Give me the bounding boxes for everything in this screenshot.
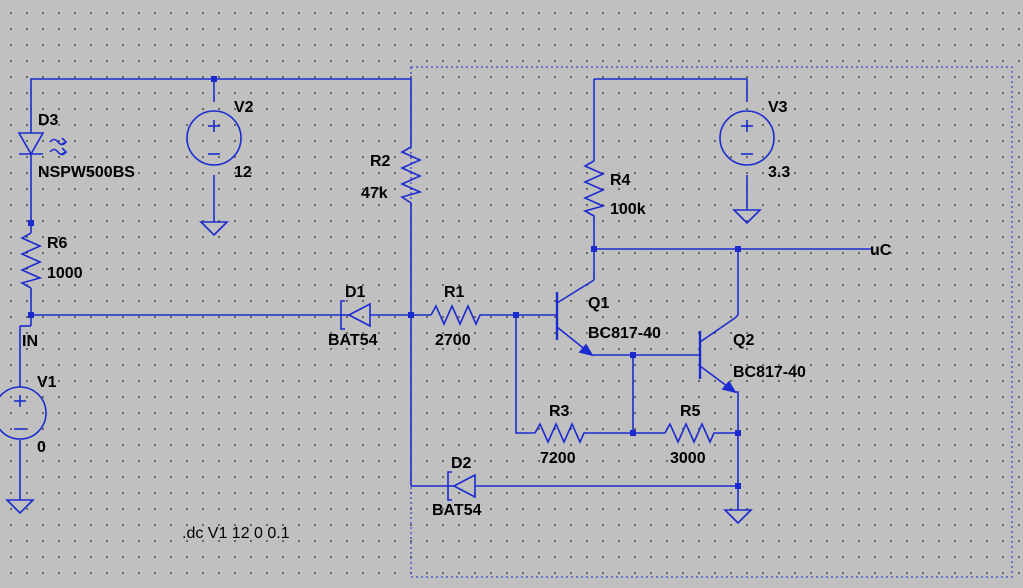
v1-name: V1 [37, 374, 57, 391]
r6-name: R6 [47, 235, 68, 252]
subcircuit-boundary [410, 66, 1013, 578]
q2-value: BC817-40 [733, 364, 806, 381]
v3-source-symbol [719, 110, 775, 225]
r6-resistor-symbol [19, 232, 43, 289]
r3-name: R3 [549, 403, 570, 420]
r5-name: R5 [680, 403, 701, 420]
r2-name: R2 [370, 153, 391, 170]
d3-value: NSPW500BS [38, 164, 135, 181]
d2-value: BAT54 [432, 502, 482, 519]
v2-name: V2 [234, 99, 254, 116]
r2-value: 47k [361, 185, 388, 202]
net-label-in: IN [22, 333, 38, 350]
q1-value: BC817-40 [588, 325, 661, 342]
d1-schottky-diode-symbol [340, 300, 371, 330]
spice-directive[interactable]: .dc V1 12 0 0.1 [182, 525, 290, 542]
v2-source-symbol [186, 110, 242, 237]
q1-name: Q1 [588, 295, 609, 312]
r4-resistor-symbol [582, 160, 606, 231]
r5-resistor-symbol [664, 422, 718, 444]
r3-value: 7200 [540, 450, 576, 467]
d1-name: D1 [345, 284, 366, 301]
r6-value: 1000 [47, 265, 83, 282]
r4-value: 100k [610, 201, 646, 218]
r2-resistor-symbol [400, 146, 423, 204]
wires [19, 78, 872, 510]
v3-value: 3.3 [768, 164, 790, 181]
q1-npn-transistor-symbol [555, 279, 595, 357]
r1-name: R1 [444, 284, 465, 301]
r1-resistor-symbol [430, 304, 484, 326]
net-label-uc: uC [870, 242, 892, 259]
d2-name: D2 [451, 455, 472, 472]
v1-value: 0 [37, 439, 46, 456]
r3-resistor-symbol [534, 422, 588, 444]
d2-schottky-diode-symbol [447, 471, 476, 501]
v1-source-symbol [0, 386, 47, 515]
ground-q2-symbol [723, 509, 753, 525]
q2-npn-transistor-symbol [698, 317, 737, 394]
d3-name: D3 [38, 112, 59, 129]
junction-dots [28, 76, 741, 489]
d3-led-symbol [17, 132, 68, 160]
v3-name: V3 [768, 99, 788, 116]
r5-value: 3000 [670, 450, 706, 467]
v2-value: 12 [234, 164, 252, 181]
r4-name: R4 [610, 172, 631, 189]
r1-value: 2700 [435, 332, 471, 349]
d1-value: BAT54 [328, 332, 378, 349]
q2-name: Q2 [733, 332, 754, 349]
